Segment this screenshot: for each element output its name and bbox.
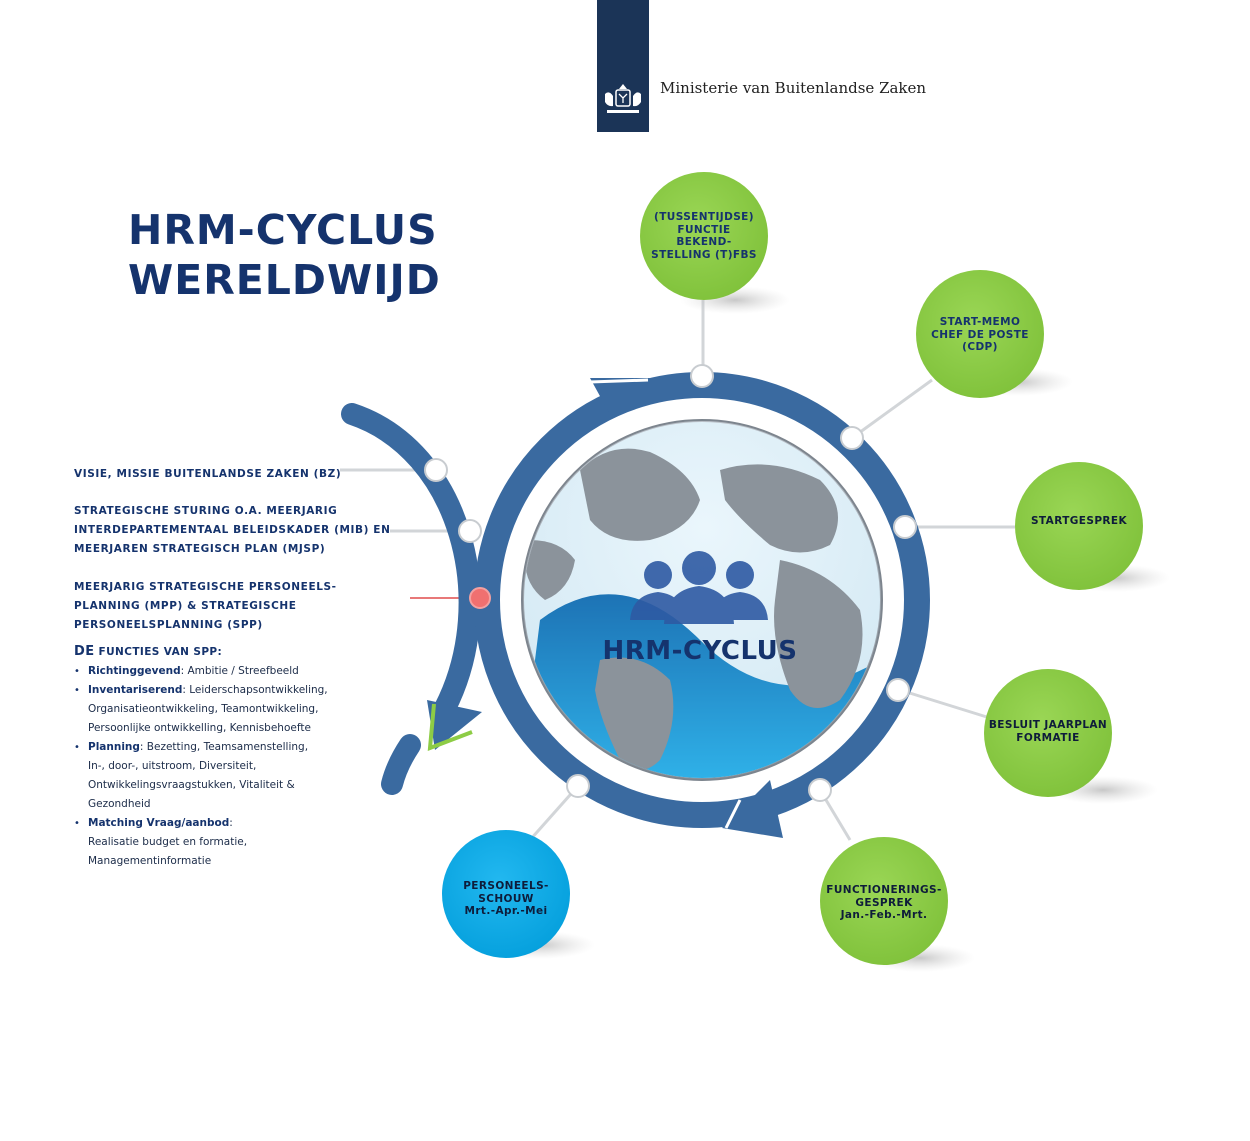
label-mpp-line-2: PLANNING (MPP) & STRATEGISCHE (74, 600, 297, 612)
function-item-planning: Planning: Bezetting, Teamsamenstelling, … (74, 738, 374, 814)
node-fbs (640, 172, 768, 300)
page-title: HRM-CYCLUS WERELDWIJD (128, 205, 441, 305)
node-startgesprek (1015, 462, 1143, 590)
node-line: FUNCTIONERINGS- (826, 884, 942, 896)
functions-heading-rest: FUNCTIES VAN SPP: (94, 646, 223, 658)
node-line: BESLUIT JAARPLAN (988, 719, 1108, 731)
node-start-memo (916, 270, 1044, 398)
node-line: Jan.-Feb.-Mrt. (840, 909, 928, 921)
center-label: HRM-CYCLUS (602, 636, 798, 666)
functions-heading-prefix: DE (74, 644, 95, 659)
node-line: GESPREK (855, 896, 913, 909)
function-term: Planning (88, 741, 140, 753)
node-line: SCHOUW (478, 892, 534, 905)
spp-functions-list: DE FUNCTIES VAN SPP: Richtinggevend: Amb… (74, 642, 374, 871)
node-line: (TUSSENTIJDSE) (654, 211, 754, 223)
function-text: : Bezetting, Teamsamenstelling, (139, 741, 309, 753)
coat-of-arms-icon (605, 84, 641, 113)
function-term: Matching Vraag/aanbod (88, 817, 230, 829)
node-personeelsschouw-label: PERSONEELS- SCHOUW Mrt.-Apr.-Mei (442, 880, 570, 918)
function-text: Persoonlijke ontwikkelling, Kennisbehoef… (88, 722, 311, 734)
title-line-2: WERELDWIJD (128, 256, 441, 304)
function-term: Richtinggevend (88, 665, 181, 677)
ministry-name: Ministerie van Buitenlandse Zaken (660, 79, 927, 97)
label-sturing-line-3: MEERJAREN STRATEGISCH PLAN (MJSP) (74, 543, 326, 555)
node-line: CHEF DE POSTE (931, 328, 1029, 341)
function-text: Ontwikkelingsvraagstukken, Vitaliteit & (88, 779, 295, 791)
function-text: Managementinformatie (88, 855, 212, 867)
function-term: Inventariserend (88, 684, 183, 696)
function-text: : (229, 817, 233, 829)
node-startgesprek-label: STARTGESPREK (1015, 515, 1143, 528)
label-strategische-sturing: STRATEGISCHE STURING O.A. MEERJARIG INTE… (74, 502, 390, 559)
node-functioneringsgesprek (820, 837, 948, 965)
function-text: Organisatieontwikkeling, Teamontwikkelin… (88, 703, 319, 715)
people-icon (630, 551, 768, 624)
label-mpp-line-1: MEERJARIG STRATEGISCHE PERSONEELS- (74, 581, 337, 593)
label-personeelsplanning: MEERJARIG STRATEGISCHE PERSONEELS- PLANN… (74, 578, 337, 635)
node-start-memo-label: START-MEMO CHEF DE POSTE (CDP) (916, 316, 1044, 354)
strategy-arc-arrowhead (427, 700, 482, 750)
label-visie-line-1: VISIE, MISSIE BUITENLANDSE ZAKEN (BZ) (74, 468, 342, 480)
node-line: START-MEMO (939, 316, 1021, 328)
function-text: Realisatie budget en formatie, (88, 836, 248, 848)
function-item-matching: Matching Vraag/aanbod: Realisatie budget… (74, 814, 374, 871)
functions-heading: DE FUNCTIES VAN SPP: (74, 642, 374, 662)
node-line: STELLING (T)FBS (651, 248, 757, 261)
ring-arrow-bottom-accent (724, 799, 742, 829)
node-line: STARTGESPREK (1030, 515, 1128, 527)
node-fbs-label: (TUSSENTIJDSE) FUNCTIE BEKEND- STELLING … (640, 211, 768, 261)
ring-dots (424, 364, 917, 802)
arrow-accent (427, 703, 473, 752)
label-sturing-line-1: STRATEGISCHE STURING O.A. MEERJARIG (74, 505, 338, 517)
node-functioneringsgesprek-label: FUNCTIONERINGS- GESPREK Jan.-Feb.-Mrt. (820, 884, 948, 922)
ministry-logo-bar (597, 0, 649, 132)
node-line: FORMATIE (1016, 731, 1080, 744)
function-text: In-, door-, uitstroom, Diversiteit, (88, 760, 257, 772)
strategy-arc-tail (381, 734, 421, 795)
function-text: : Ambitie / Streefbeeld (180, 665, 299, 677)
spp-marker-dot (469, 587, 491, 609)
ring-arrowhead-top (590, 378, 652, 418)
label-sturing-line-2: INTERDEPARTEMENTAAL BELEIDSKADER (MIB) E… (74, 524, 391, 536)
node-personeelsschouw (442, 830, 570, 958)
node-line: FUNCTIE (677, 223, 731, 236)
node-line: BEKEND- (676, 236, 732, 248)
ring-arrow-top-accent (589, 378, 649, 384)
node-line: (CDP) (962, 341, 998, 353)
label-mpp-line-3: PERSONEELSPLANNING (SPP) (74, 619, 263, 631)
node-line: Mrt.-Apr.-Mei (464, 905, 548, 917)
function-item-richtinggevend: Richtinggevend: Ambitie / Streefbeeld (74, 662, 374, 681)
function-text: : Leiderschapsontwikkeling, (182, 684, 328, 696)
node-besluit-jaarplan (984, 669, 1112, 797)
title-line-1: HRM-CYCLUS (128, 206, 438, 254)
ring-arrowhead-bottom (722, 780, 783, 838)
node-line: PERSONEELS- (463, 880, 549, 892)
label-visie-missie: VISIE, MISSIE BUITENLANDSE ZAKEN (BZ) (74, 465, 341, 484)
function-text: Gezondheid (88, 798, 151, 810)
node-besluit-label: BESLUIT JAARPLAN FORMATIE (984, 719, 1112, 744)
function-item-inventariserend: Inventariserend: Leiderschapsontwikkelin… (74, 681, 374, 738)
